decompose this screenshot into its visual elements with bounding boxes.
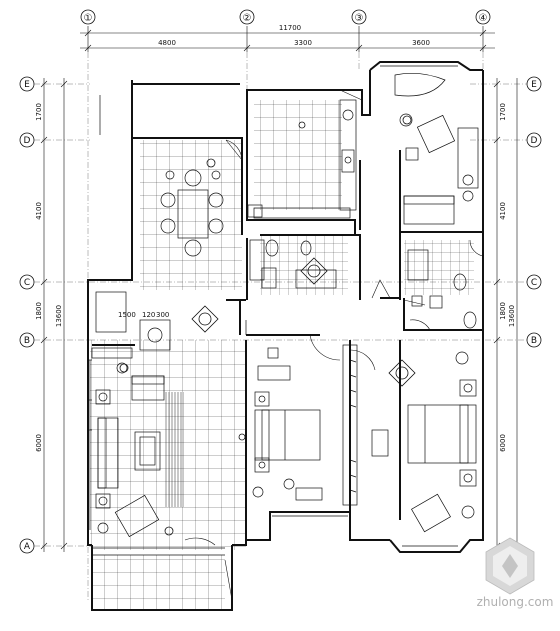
grid-label-row-c-left: C: [24, 278, 30, 288]
grid-bubble-col-1: ①: [80, 9, 96, 25]
dimension-right-3: 1800: [499, 302, 507, 320]
watermark-logo: [485, 537, 535, 595]
dimension-small-2: 120: [142, 311, 155, 319]
sofa-set: [95, 362, 165, 538]
windows-and-partitions: [88, 65, 458, 556]
dimension-right-4: 6000: [499, 434, 507, 452]
dining-table: [160, 169, 224, 257]
dimension-left-2: 4100: [35, 202, 43, 220]
index-markers: [119, 115, 416, 536]
dimension-top: [80, 26, 495, 52]
grid-label-col-4: ④: [479, 13, 488, 24]
grid-label-row-d-left: D: [24, 136, 31, 146]
dimension-small-1: 1500: [118, 311, 136, 319]
grid-bubble-col-3: ③: [351, 9, 367, 25]
furniture: [91, 99, 479, 538]
dimension-top-3: 3600: [412, 39, 430, 47]
dimension-right-1: 1700: [499, 103, 507, 121]
bathroom-fixtures: [261, 239, 477, 329]
dimension-right-2: 4100: [499, 202, 507, 220]
grid-axis-top: ① ② ③ ④: [80, 9, 491, 25]
dimension-left-3: 1800: [35, 302, 43, 320]
study-furniture: [399, 113, 479, 225]
kitchen-counter: [253, 99, 357, 219]
grid-label-col-3: ③: [355, 13, 364, 24]
grid-label-col-2: ②: [243, 13, 252, 24]
index-marker-3: [388, 359, 416, 387]
grid-bubble-col-2: ②: [239, 9, 255, 25]
watermark-text: zhulong.com: [477, 595, 554, 609]
entry-cabinet: [91, 319, 171, 359]
dimension-top-1: 4800: [158, 39, 176, 47]
door-swings: [184, 89, 484, 601]
grid-label-row-b-left: B: [24, 336, 30, 346]
bed-second: [252, 347, 323, 501]
index-marker-1: [191, 305, 219, 333]
grid-label-row-b-right: B: [531, 336, 537, 346]
dimension-top-2: 3300: [294, 39, 312, 47]
dimension-right: [493, 78, 518, 552]
grid-label-row-e-right: E: [531, 80, 537, 90]
dimension-left: [40, 78, 68, 552]
dimension-left-1: 1700: [35, 103, 43, 121]
wardrobe: [342, 344, 358, 506]
dimension-small-3: 300: [156, 311, 169, 319]
floor-tiles: [90, 100, 474, 610]
grid-label-col-1: ①: [84, 13, 93, 24]
bed-master: [371, 351, 477, 533]
walls: [87, 61, 484, 611]
grid-bubble-col-4: ④: [475, 9, 491, 25]
grid-label-row-a-left: A: [24, 542, 31, 552]
dimension-right-total: 13600: [508, 305, 516, 327]
dimension-left-total: 13600: [55, 305, 63, 327]
grid-label-row-c-right: C: [531, 278, 537, 288]
index-marker-2: [300, 257, 328, 285]
grid-label-row-e-left: E: [24, 80, 30, 90]
wardrobe-hangers: [349, 359, 357, 493]
dimension-left-4: 6000: [35, 434, 43, 452]
dimension-overall-width: 11700: [279, 24, 301, 32]
grid-label-row-d-right: D: [531, 136, 538, 146]
